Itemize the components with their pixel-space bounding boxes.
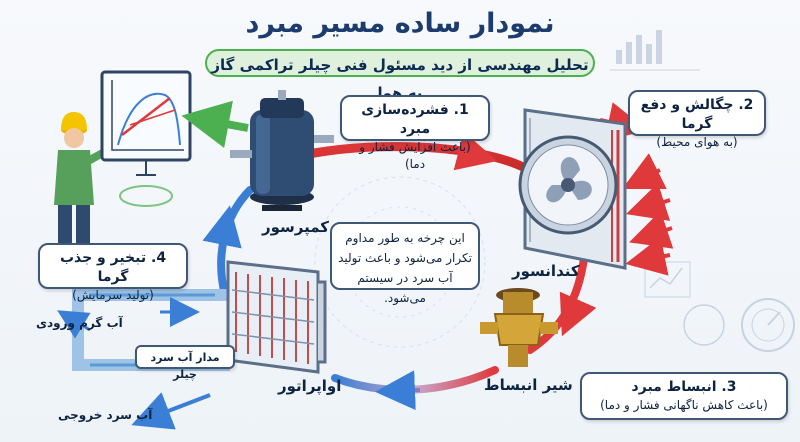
page-subtitle: تحلیل مهندسی از دید مسئول فنی چیلر تراکم… xyxy=(205,49,595,102)
expansion-valve-label: شیر انبساط xyxy=(484,376,573,394)
evaporator-icon xyxy=(226,260,327,374)
water-circuit-label: مدار آب سرد چیلر xyxy=(150,351,220,381)
step-3-detail: (باعث کاهش ناگهانی فشار و دما) xyxy=(600,398,768,412)
compressor-label: کمپرسور xyxy=(262,218,330,236)
cycle-note: این چرخه به طور مداوم تکرار می‌شود و باع… xyxy=(330,222,480,305)
step-4-box: 4. تبخیر و جذب گرما (تولید سرمایش) xyxy=(38,243,188,302)
evaporator-label: اواپراتور xyxy=(278,377,342,395)
condenser-fan-icon xyxy=(518,108,627,270)
bar-chart-icon xyxy=(610,30,700,71)
step-4-detail: (تولید سرمایش) xyxy=(72,288,154,302)
flow-arrow-right xyxy=(559,291,597,337)
step-4-title: 4. تبخیر و جذب گرما xyxy=(59,250,167,285)
step-1-box: 1. فشرده‌سازی مبرد (باعث افزایش فشار و د… xyxy=(340,95,490,171)
step-2-box: 2. چگالش و دفع گرما (به هوای محیط) xyxy=(628,90,766,149)
page-title: نمودار ساده مسیر مبرد xyxy=(245,8,555,39)
ph-chart-icon xyxy=(100,70,192,207)
gauge-icon xyxy=(644,261,795,352)
green-pointer-arrow xyxy=(181,100,249,148)
mix-line-bottom xyxy=(331,366,499,394)
compressor-icon xyxy=(230,90,334,211)
flow-arrow-bottom xyxy=(375,370,421,411)
water-inlet-label: آب گرم ورودی xyxy=(36,316,123,330)
water-circuit-label-box: مدار آب سرد چیلر xyxy=(135,345,235,381)
step-3-title: 3. انبساط مبرد xyxy=(631,379,737,395)
engineer-icon xyxy=(54,112,112,254)
step-2-detail: (به هوای محیط) xyxy=(656,135,738,149)
flow-arrow-left xyxy=(202,205,242,249)
step-1-title: 1. فشرده‌سازی مبرد xyxy=(361,102,469,137)
water-outlet-label: آب سرد خروجی xyxy=(58,408,153,422)
step-3-box: 3. انبساط مبرد (باعث کاهش ناگهانی فشار و… xyxy=(580,372,788,420)
flow-arrow-top xyxy=(453,131,498,171)
expansion-valve-icon xyxy=(480,288,558,367)
step-1-detail: (باعث افزایش فشار و دما) xyxy=(359,140,471,171)
step-2-title: 2. چگالش و دفع گرما xyxy=(640,97,754,132)
condenser-label: کندانسور xyxy=(512,262,580,280)
